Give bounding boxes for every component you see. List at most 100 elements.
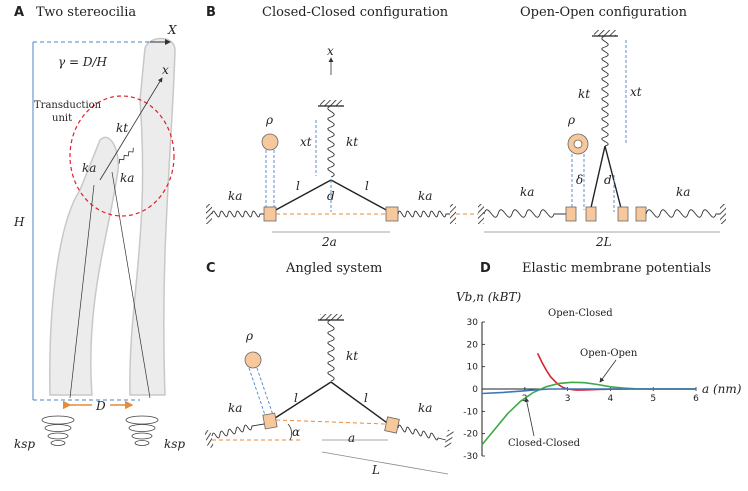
panel-c-letter: C bbox=[206, 261, 216, 276]
b2-anchor-right bbox=[720, 204, 726, 224]
panel-d-title: Elastic membrane potentials bbox=[522, 261, 711, 276]
series-line-closed-closed bbox=[481, 388, 696, 395]
y-tick-label: -30 bbox=[463, 452, 478, 462]
c-label-L: L bbox=[371, 463, 380, 477]
base-spring-right bbox=[125, 415, 159, 446]
b2-anchor-left bbox=[478, 204, 484, 224]
tip-line-right bbox=[111, 171, 151, 399]
c-label-ka-1: ka bbox=[228, 401, 242, 415]
y-tick-label: 10 bbox=[467, 363, 479, 373]
b1-anchor-right bbox=[450, 204, 456, 224]
c-anchor-right bbox=[444, 429, 454, 449]
chart-ylabel: Vb,n (kBT) bbox=[456, 290, 521, 304]
annot-open-open: Open-Open bbox=[580, 348, 638, 359]
panel-b-letter: B bbox=[206, 5, 216, 20]
x-tick-label: 3 bbox=[565, 394, 571, 404]
label-ksp-2: ksp bbox=[164, 437, 185, 451]
panel-a-title: Two stereocilia bbox=[36, 5, 136, 20]
x-direction-arrow bbox=[99, 77, 163, 181]
x-tick-label: 5 bbox=[650, 394, 656, 404]
c-label-ka-2: ka bbox=[418, 401, 432, 415]
b1-label-span: 2a bbox=[321, 235, 337, 249]
b2-channel-left-a bbox=[565, 206, 577, 222]
transduction-label-2: unit bbox=[52, 113, 72, 124]
b1-label-kt: kt bbox=[346, 135, 358, 149]
panel-b1-title: Closed-Closed configuration bbox=[262, 5, 449, 20]
b2-label-xt: xt bbox=[630, 85, 642, 99]
panel-c-title: Angled system bbox=[285, 261, 382, 276]
c-channel-right bbox=[384, 416, 400, 434]
b2-channel-right-a bbox=[617, 206, 629, 222]
gamma-eq: γ = D/H bbox=[58, 55, 108, 69]
base-spring-left bbox=[41, 415, 75, 446]
c-label-l2: l bbox=[364, 391, 368, 405]
b1-channel-left bbox=[263, 206, 277, 222]
panel-d-letter: D bbox=[480, 261, 491, 276]
c-label-kt: kt bbox=[346, 349, 358, 363]
panel-b-closed: B Closed-Closed configuration x kt xt l … bbox=[206, 5, 456, 249]
b1-anchor-left bbox=[206, 204, 212, 224]
b1-label-l2: l bbox=[365, 179, 369, 193]
kt-spring-small bbox=[118, 147, 134, 164]
b1-label-l1: l bbox=[296, 179, 300, 193]
b2-label-d: d bbox=[604, 173, 612, 187]
c-label-alpha: α bbox=[292, 425, 300, 439]
label-d: D bbox=[95, 399, 106, 413]
y-tick-label: -20 bbox=[463, 430, 478, 440]
stereocilium-short bbox=[49, 136, 119, 396]
b2-label-rho: ρ bbox=[567, 113, 575, 127]
annot-open-closed: Open-Closed bbox=[548, 308, 613, 319]
b2-kt-spring bbox=[601, 35, 609, 147]
b2-label-ka-1: ka bbox=[520, 185, 534, 199]
b2-ka-spring-right bbox=[645, 209, 720, 218]
y-tick-label: 0 bbox=[472, 385, 478, 395]
panel-b-open: Open-Open configuration kt xt d ρ δ ka k… bbox=[456, 5, 726, 249]
panel-a-letter: A bbox=[14, 5, 24, 20]
x-tick-label: 6 bbox=[693, 394, 699, 404]
b1-rod-right bbox=[330, 179, 391, 213]
c-anchor-top bbox=[320, 314, 342, 320]
b1-kt-spring bbox=[327, 105, 335, 178]
b1-ka-spring-right bbox=[397, 210, 450, 218]
stereocilium-tall bbox=[129, 37, 176, 396]
b2-channel-left-b bbox=[585, 206, 597, 222]
label-small-x: x bbox=[162, 63, 169, 77]
b1-label-x: x bbox=[327, 44, 334, 58]
y-tick-label: -10 bbox=[463, 407, 478, 417]
panel-a: A Two stereocilia H X γ = D/H Transducti… bbox=[13, 5, 185, 451]
c-channel-left bbox=[262, 412, 278, 430]
b1-label-ka-2: ka bbox=[418, 189, 432, 203]
b2-label-kt: kt bbox=[578, 87, 590, 101]
b2-label-ka-2: ka bbox=[676, 185, 690, 199]
panel-c: C Angled system kt l l ρ ka ka α a L bbox=[204, 261, 454, 477]
b1-rod-left bbox=[271, 179, 332, 213]
chart-xlabel: a (nm) bbox=[702, 382, 742, 396]
b1-channel-right bbox=[385, 206, 399, 222]
b1-label-rho: ρ bbox=[265, 113, 273, 127]
b1-anchor-top bbox=[320, 100, 342, 106]
c-rod-right bbox=[330, 381, 391, 426]
b2-channel-right-b bbox=[635, 206, 647, 222]
panel-d: D Elastic membrane potentials Vb,n (kBT)… bbox=[456, 261, 742, 462]
panel-b2-title: Open-Open configuration bbox=[520, 5, 688, 20]
c-ka-spring-right bbox=[397, 424, 447, 441]
b2-label-delta: δ bbox=[576, 173, 583, 187]
label-ka-1: ka bbox=[82, 161, 96, 175]
b2-rod-right bbox=[604, 145, 623, 213]
c-label-a: a bbox=[348, 431, 355, 445]
b1-label-d: d bbox=[327, 189, 335, 203]
tip-line-left bbox=[69, 184, 95, 399]
x-tick-label: 4 bbox=[608, 394, 614, 404]
b2-label-span: 2L bbox=[595, 235, 612, 249]
annot-closed-closed: Closed-Closed bbox=[508, 438, 581, 449]
b1-rho-circle bbox=[261, 133, 279, 151]
b2-rod-left bbox=[589, 145, 606, 213]
label-h: H bbox=[13, 215, 25, 229]
b1-label-ka-1: ka bbox=[228, 189, 242, 203]
c-label-l1: l bbox=[294, 391, 298, 405]
y-tick-label: 30 bbox=[467, 318, 479, 328]
c-anchor-left bbox=[204, 429, 214, 449]
c-rod-left bbox=[271, 381, 332, 421]
